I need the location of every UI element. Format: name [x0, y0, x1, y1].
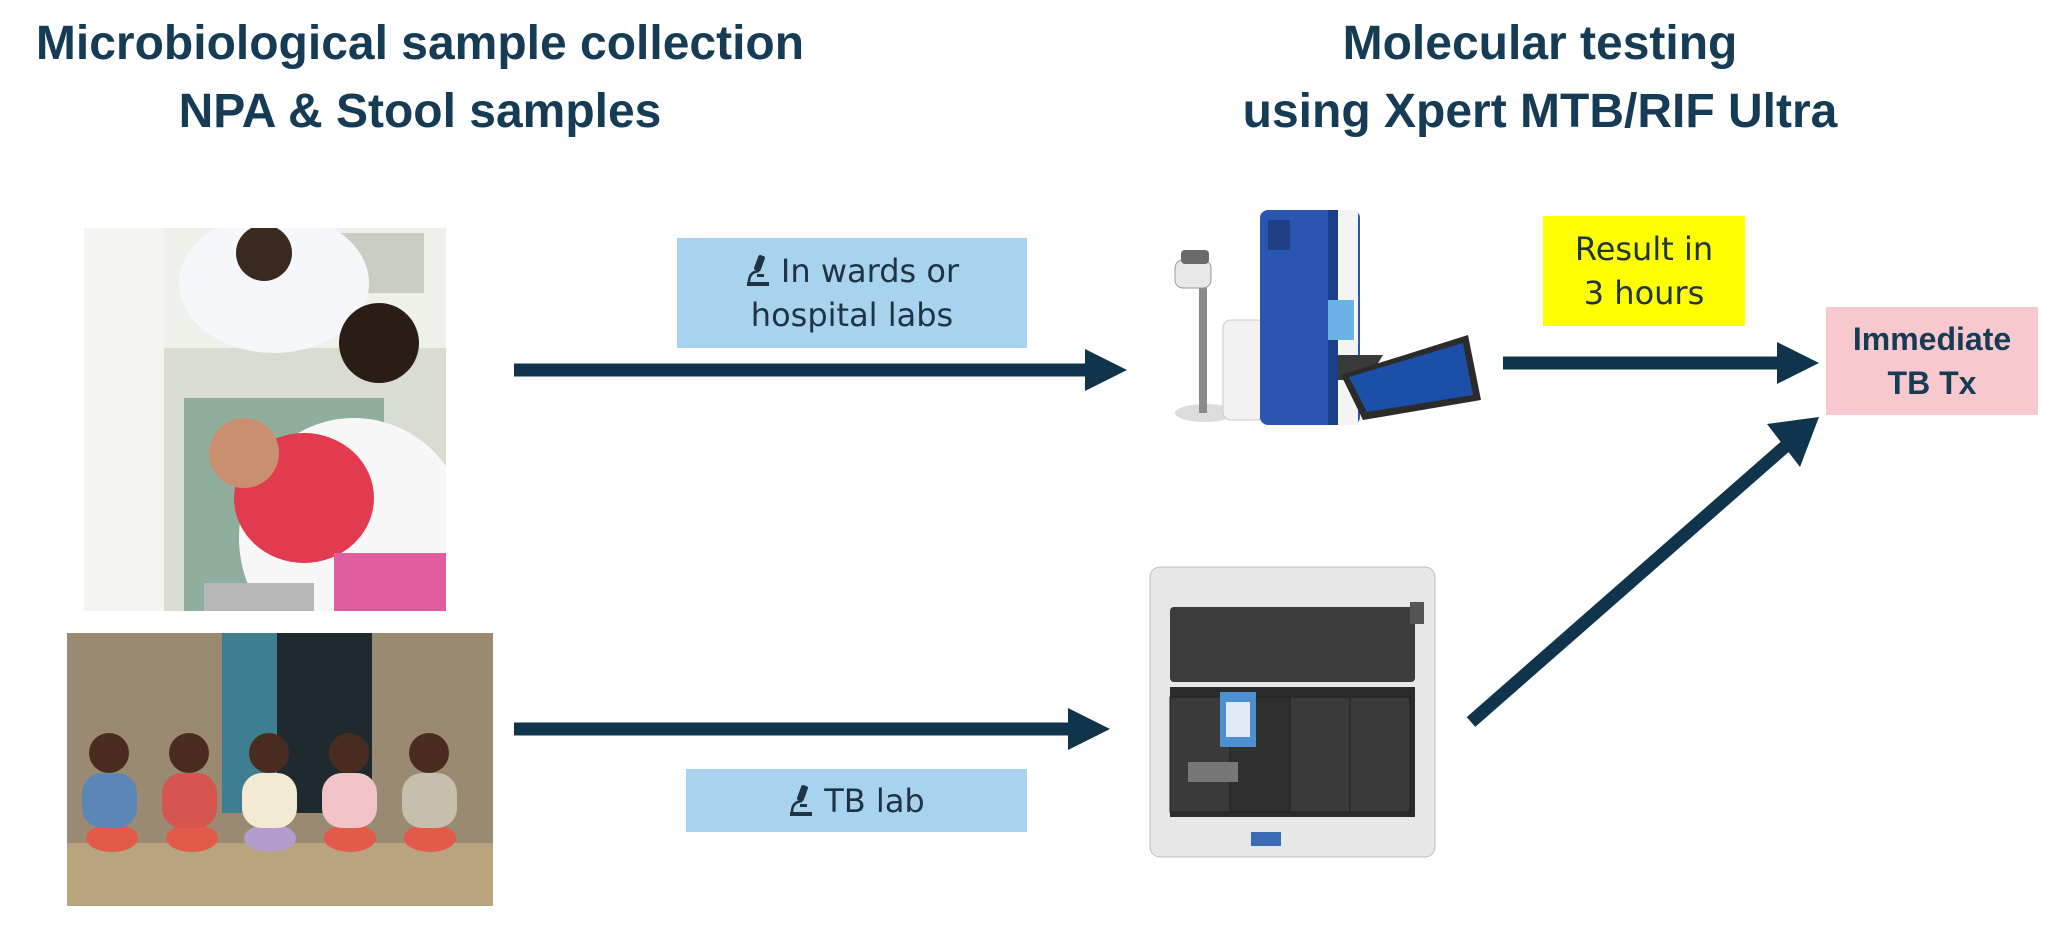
wards-label-line-1: In wards or — [780, 252, 960, 290]
left-heading: Microbiological sample collection NPA & … — [10, 10, 830, 146]
arrow-instrument-to-treatment — [1466, 439, 1793, 727]
arrow-instrument-to-treatment-head — [1767, 417, 1819, 467]
treatment-outcome-box: Immediate TB Tx — [1826, 307, 2038, 415]
tb-lab-label-box: TB lab — [686, 769, 1027, 832]
result-time-line-2: 3 hours — [1583, 274, 1705, 312]
wards-label-line-2: hospital labs — [750, 296, 954, 334]
right-heading-line-2: using Xpert MTB/RIF Ultra — [1242, 85, 1838, 138]
treatment-outcome-line-2: TB Tx — [1887, 365, 1977, 401]
result-time-box: Result in 3 hours — [1543, 216, 1745, 326]
stool-samples-photo — [67, 633, 493, 906]
microscope-icon — [788, 784, 814, 818]
microscope-icon — [745, 254, 771, 288]
left-heading-line-2: NPA & Stool samples — [178, 85, 662, 138]
xpert-edge-device-image — [1163, 205, 1483, 445]
right-heading: Molecular testing using Xpert MTB/RIF Ul… — [1140, 10, 1940, 146]
genexpert-instrument-image — [1148, 562, 1438, 867]
wards-label-box: In wards or hospital labs — [677, 238, 1027, 348]
right-heading-line-1: Molecular testing — [1342, 17, 1738, 70]
treatment-outcome-line-1: Immediate — [1852, 321, 2012, 357]
tb-lab-label: TB lab — [824, 781, 925, 820]
left-heading-line-1: Microbiological sample collection — [35, 17, 805, 70]
result-time-line-1: Result in — [1574, 230, 1714, 268]
npa-collection-photo — [84, 228, 446, 611]
arrow-npa-to-edge-head — [1085, 349, 1127, 391]
arrow-stool-to-instrument-head — [1068, 708, 1110, 750]
arrow-edge-to-treatment-head — [1777, 342, 1819, 384]
